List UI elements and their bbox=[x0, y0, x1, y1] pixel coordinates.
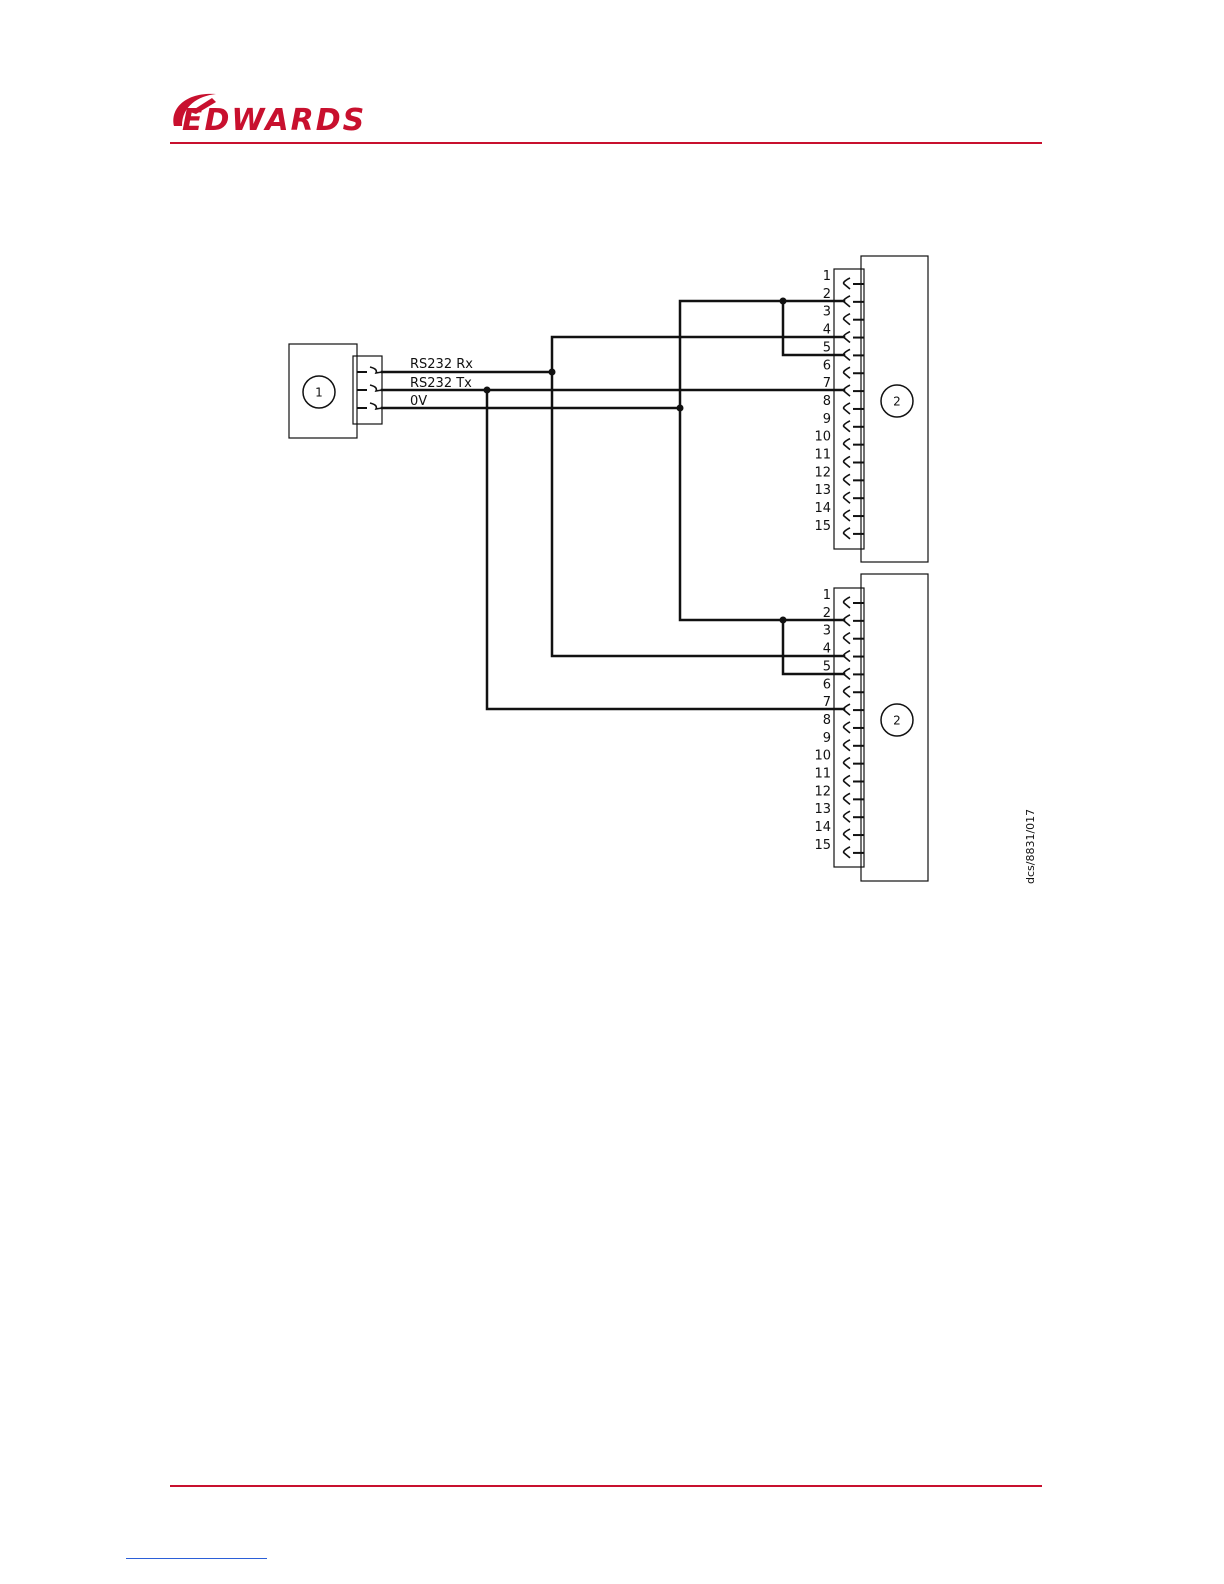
top-socket-8 bbox=[844, 403, 850, 414]
top-socket-9 bbox=[844, 421, 850, 432]
top-socket-1 bbox=[844, 278, 850, 289]
link-top-2-5 bbox=[783, 301, 844, 355]
bottom-pin-label: 6 bbox=[823, 677, 831, 692]
bottom-pin-label: 15 bbox=[814, 838, 831, 853]
junctions bbox=[484, 298, 787, 624]
link-bottom-2-5 bbox=[783, 620, 844, 674]
wire-rs232-tx bbox=[382, 390, 844, 709]
bottom-socket-13 bbox=[844, 811, 850, 822]
top-socket-3 bbox=[844, 314, 850, 325]
device-1-callout: 1 bbox=[315, 386, 323, 400]
top-pin-label: 14 bbox=[814, 501, 831, 516]
wire-0v bbox=[382, 301, 844, 620]
top-pin-label: 2 bbox=[823, 287, 831, 302]
top-pin-label: 10 bbox=[814, 430, 831, 445]
bottom-socket-14 bbox=[844, 829, 850, 840]
bottom-pin-label: 11 bbox=[814, 767, 831, 782]
left-socket-3 bbox=[370, 403, 382, 409]
label-0v: 0V bbox=[410, 394, 427, 409]
top-socket-15 bbox=[844, 528, 850, 539]
top-socket-6 bbox=[844, 367, 850, 378]
bottom-pin-label: 2 bbox=[823, 606, 831, 621]
bottom-socket-12 bbox=[844, 793, 850, 804]
left-socket-2 bbox=[370, 385, 382, 391]
bottom-socket-9 bbox=[844, 740, 850, 751]
top-pin-label: 12 bbox=[814, 465, 831, 480]
top-pin-label: 4 bbox=[823, 323, 831, 338]
device-2-top-callout: 2 bbox=[893, 395, 901, 409]
left-socket-1 bbox=[370, 367, 382, 373]
top-pin-label: 8 bbox=[823, 394, 831, 409]
bottom-pin-label: 14 bbox=[814, 820, 831, 835]
top-pin-label: 5 bbox=[823, 340, 831, 355]
device-2-bottom-box bbox=[861, 574, 928, 881]
junction-0v bbox=[677, 405, 684, 412]
top-pin-label: 11 bbox=[814, 448, 831, 463]
junction-top-pin2 bbox=[780, 298, 787, 305]
top-pin-label: 9 bbox=[823, 412, 831, 427]
label-rs232-tx: RS232 Tx bbox=[410, 376, 472, 391]
junction-tx bbox=[484, 387, 491, 394]
top-pin-label: 6 bbox=[823, 358, 831, 373]
bottom-socket-6 bbox=[844, 686, 850, 697]
bottom-socket-1 bbox=[844, 597, 850, 608]
top-socket-11 bbox=[844, 457, 850, 468]
bottom-socket-10 bbox=[844, 758, 850, 769]
drawing-reference: dcs/8831/017 bbox=[1024, 809, 1037, 884]
bottom-pin-label: 13 bbox=[814, 802, 831, 817]
label-rs232-rx: RS232 Rx bbox=[410, 357, 473, 372]
top-pin-label: 1 bbox=[823, 269, 831, 284]
top-pin-label: 13 bbox=[814, 483, 831, 498]
bottom-socket-11 bbox=[844, 776, 850, 787]
junction-rx bbox=[549, 369, 556, 376]
bottom-pin-label: 1 bbox=[823, 588, 831, 603]
bottom-pin-label: 10 bbox=[814, 749, 831, 764]
bottom-socket-8 bbox=[844, 722, 850, 733]
device-2-top-box bbox=[861, 256, 928, 562]
bottom-socket-15 bbox=[844, 847, 850, 858]
bottom-pin-label: 4 bbox=[823, 642, 831, 657]
bottom-pin-label: 7 bbox=[823, 695, 831, 710]
top-socket-13 bbox=[844, 492, 850, 503]
junction-bottom-pin2 bbox=[780, 617, 787, 624]
top-socket-14 bbox=[844, 510, 850, 521]
bottom-pin-label: 12 bbox=[814, 784, 831, 799]
top-pin-label: 15 bbox=[814, 519, 831, 534]
top-socket-10 bbox=[844, 439, 850, 450]
bottom-pin-label: 9 bbox=[823, 731, 831, 746]
bottom-pin-label: 3 bbox=[823, 624, 831, 639]
bottom-pin-label: 8 bbox=[823, 713, 831, 728]
device-1-box bbox=[289, 344, 357, 438]
top-pin-label: 3 bbox=[823, 305, 831, 320]
top-socket-12 bbox=[844, 474, 850, 485]
device-2-bottom-callout: 2 bbox=[893, 714, 901, 728]
bottom-pin-label: 5 bbox=[823, 659, 831, 674]
bottom-socket-3 bbox=[844, 633, 850, 644]
top-pin-label: 7 bbox=[823, 376, 831, 391]
